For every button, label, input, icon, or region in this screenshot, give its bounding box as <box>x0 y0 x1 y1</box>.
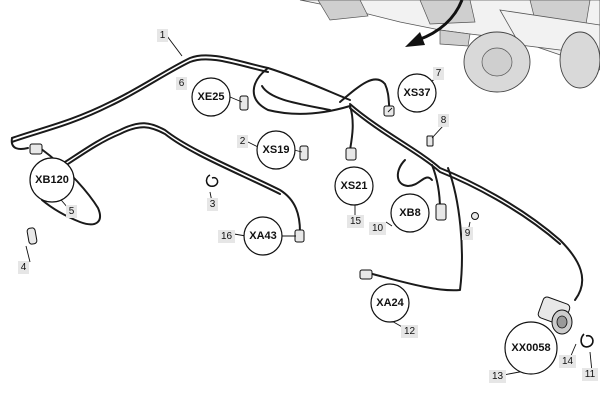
part-number-10: 10 <box>369 222 386 235</box>
svg-text:8: 8 <box>441 115 447 126</box>
svg-text:13: 13 <box>492 371 504 382</box>
part-number-1: 1 <box>157 29 168 42</box>
svg-text:4: 4 <box>21 262 27 273</box>
part-14-ring <box>580 333 594 348</box>
part-3-clamp <box>205 174 219 187</box>
svg-text:XB8: XB8 <box>399 207 420 219</box>
svg-text:3: 3 <box>210 199 216 210</box>
callout-xs19: XS19 <box>256 130 296 170</box>
svg-text:2: 2 <box>240 136 246 147</box>
connectors <box>26 95 594 348</box>
callout-xb120: XB120 <box>29 157 75 203</box>
svg-text:1: 1 <box>160 30 166 41</box>
svg-text:9: 9 <box>465 228 471 239</box>
machine-thumbnail <box>299 0 600 93</box>
callout-xe25: XE25 <box>191 77 231 117</box>
connector-xa43 <box>294 229 305 243</box>
connector-xs19 <box>299 145 309 161</box>
connector-xa24 <box>359 269 373 280</box>
part-number-15: 15 <box>347 215 364 228</box>
part-number-6: 6 <box>176 77 187 90</box>
part-number-4: 4 <box>18 261 29 274</box>
svg-text:XA24: XA24 <box>376 297 404 309</box>
part-number-14: 14 <box>559 355 576 368</box>
callout-xa43: XA43 <box>243 216 283 256</box>
svg-text:XX0058: XX0058 <box>511 342 550 354</box>
part-number-11: 11 <box>582 368 598 381</box>
svg-text:12: 12 <box>404 326 416 337</box>
svg-text:XA43: XA43 <box>249 230 277 242</box>
part-number-16: 16 <box>218 230 235 243</box>
callout-xs37: XS37 <box>397 73 437 113</box>
connector-xe25 <box>239 95 249 111</box>
part-number-8: 8 <box>438 114 449 127</box>
svg-text:XB120: XB120 <box>35 174 69 186</box>
part-9-grommet <box>471 212 479 220</box>
svg-text:XS19: XS19 <box>263 144 290 156</box>
svg-text:15: 15 <box>350 216 362 227</box>
callout-xa24: XA24 <box>370 283 410 323</box>
svg-text:5: 5 <box>69 206 75 217</box>
part-number-3: 3 <box>207 198 218 211</box>
svg-text:7: 7 <box>436 68 442 79</box>
callout-xx0058: XX0058 <box>504 321 558 375</box>
svg-text:11: 11 <box>585 369 596 380</box>
part-number-9: 9 <box>462 227 473 240</box>
direction-arrow <box>405 0 464 47</box>
connector-xs21 <box>345 147 357 161</box>
svg-text:XE25: XE25 <box>198 91 225 103</box>
connector-xb8 <box>435 203 447 221</box>
svg-text:14: 14 <box>562 356 574 367</box>
part-number-13: 13 <box>489 370 506 383</box>
svg-text:10: 10 <box>372 223 384 234</box>
svg-text:16: 16 <box>221 231 233 242</box>
callout-xb8: XB8 <box>390 193 430 233</box>
part-number-2: 2 <box>237 135 248 148</box>
connector-xb120 <box>29 143 43 155</box>
svg-text:6: 6 <box>179 78 185 89</box>
callout-xs21: XS21 <box>334 166 374 206</box>
part-number-7: 7 <box>433 67 444 80</box>
part-8-clip <box>426 135 434 147</box>
svg-text:XS21: XS21 <box>341 180 368 192</box>
svg-text:XS37: XS37 <box>404 87 431 99</box>
connector-xx0058 <box>537 296 573 335</box>
part-4-plug <box>26 227 38 245</box>
part-number-12: 12 <box>401 325 418 338</box>
part-number-5: 5 <box>66 205 77 218</box>
